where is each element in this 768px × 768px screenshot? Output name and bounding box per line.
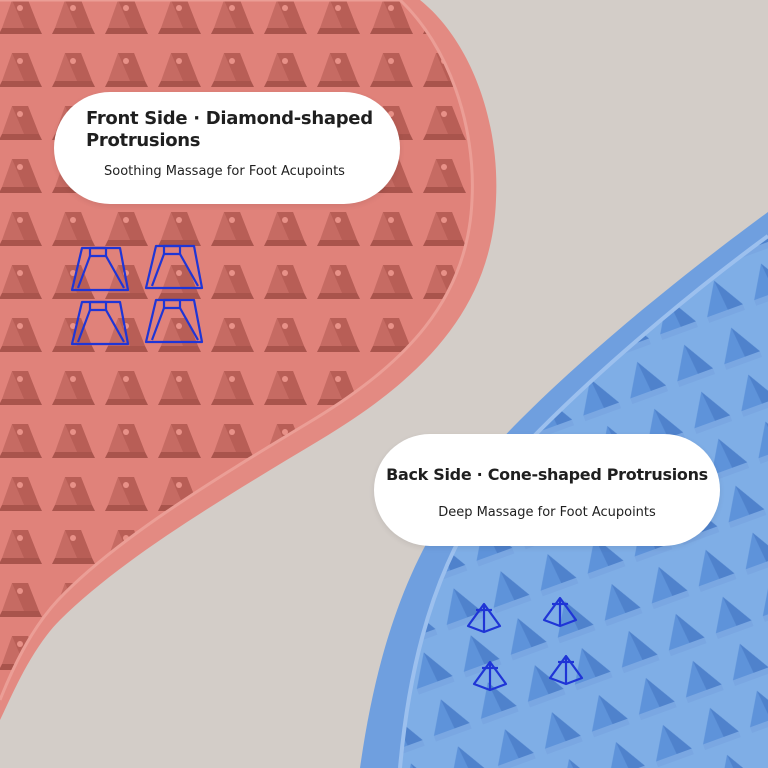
front-side-title: Front Side · Diamond-shaped Protrusions bbox=[86, 108, 373, 151]
back-side-label-card: Back Side · Cone-shaped Protrusions Deep… bbox=[374, 434, 720, 546]
back-side-title: Back Side · Cone-shaped Protrusions bbox=[386, 465, 708, 484]
back-side-subtitle: Deep Massage for Foot Acupoints bbox=[438, 505, 656, 520]
diamond-protrusion-outline-icon bbox=[70, 244, 204, 346]
front-side-label-card: Front Side · Diamond-shaped Protrusions … bbox=[54, 92, 400, 204]
front-side-subtitle: Soothing Massage for Foot Acupoints bbox=[104, 164, 345, 179]
cone-protrusion-outline-icon bbox=[466, 596, 584, 692]
